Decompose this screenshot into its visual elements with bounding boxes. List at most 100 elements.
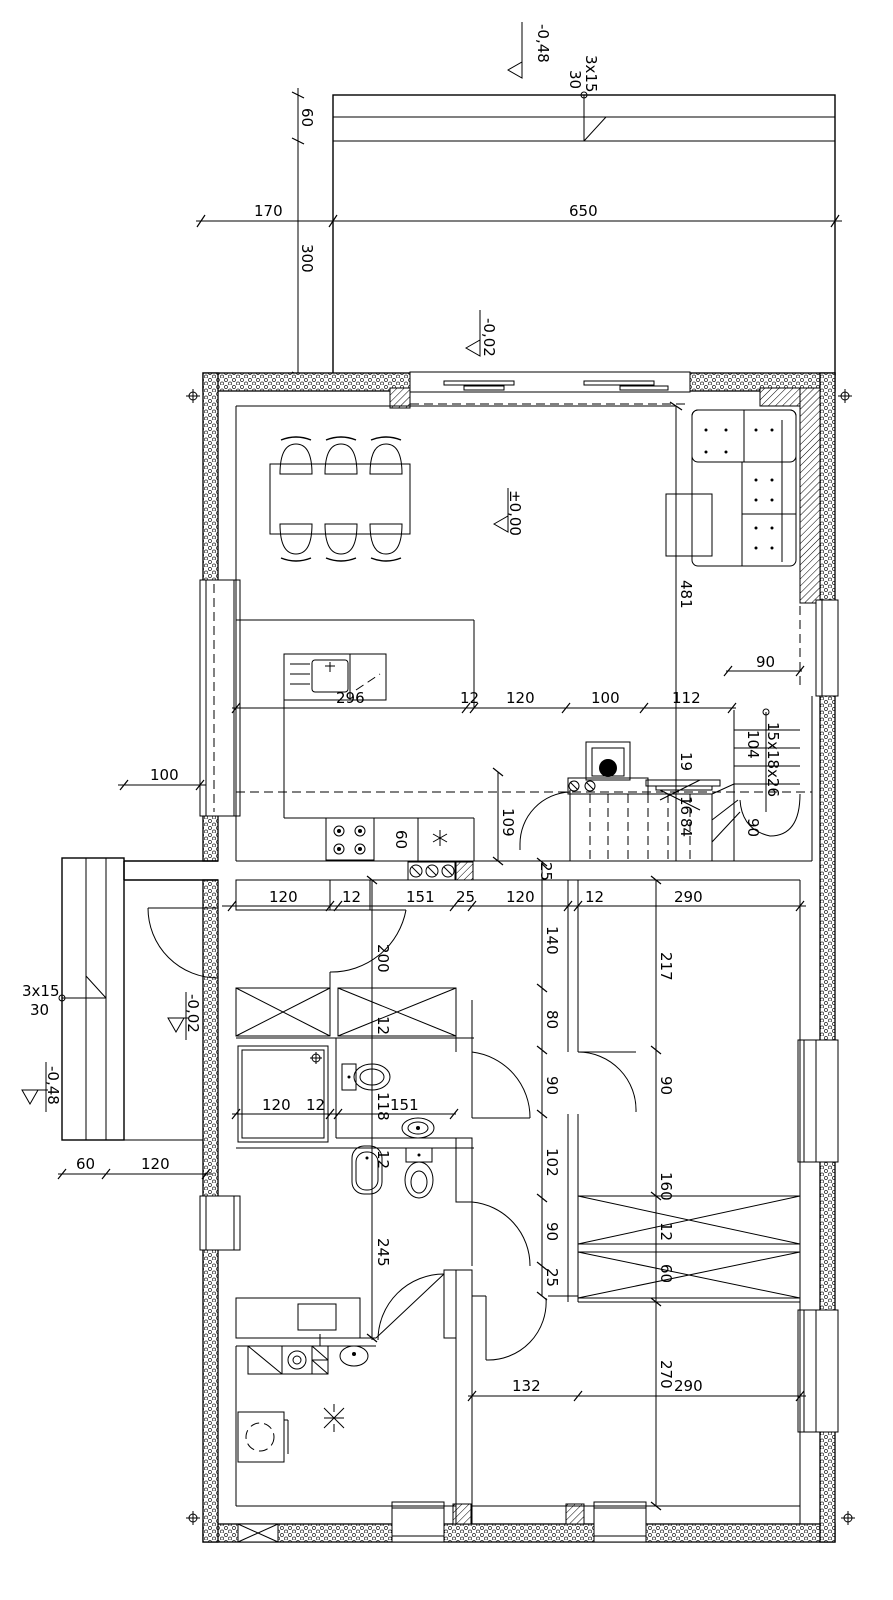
svg-text:80: 80 bbox=[543, 1010, 561, 1029]
dishwasher bbox=[355, 673, 381, 691]
level-marker-floor: ±0,00 bbox=[492, 488, 524, 536]
dim-line-corridor bbox=[222, 900, 806, 912]
dim-line-100-left bbox=[118, 779, 206, 791]
utility-fixtures bbox=[247, 1345, 369, 1375]
corner-markers bbox=[186, 389, 855, 1525]
svg-text:25: 25 bbox=[537, 862, 555, 881]
svg-text:290: 290 bbox=[674, 1377, 703, 1395]
svg-text:151: 151 bbox=[390, 1096, 419, 1114]
svg-text:270: 270 bbox=[657, 1360, 675, 1389]
window-bottom-1 bbox=[391, 1501, 445, 1543]
vent-fan-icon bbox=[323, 1404, 345, 1432]
entry-door bbox=[147, 907, 219, 980]
svg-text:90: 90 bbox=[657, 1076, 675, 1095]
svg-text:104: 104 bbox=[744, 730, 762, 759]
svg-text:132: 132 bbox=[512, 1377, 541, 1395]
dim-line-bottom-left bbox=[57, 1168, 212, 1180]
svg-text:217: 217 bbox=[657, 952, 675, 981]
svg-text:30: 30 bbox=[566, 70, 584, 89]
dim-line-bedrooms-vertical bbox=[650, 875, 662, 1511]
utility-shafts bbox=[407, 861, 457, 881]
svg-text:60: 60 bbox=[657, 1264, 675, 1283]
svg-text:200: 200 bbox=[374, 944, 392, 973]
svg-text:120: 120 bbox=[506, 689, 535, 707]
hall-door bbox=[329, 909, 407, 988]
svg-text:12: 12 bbox=[585, 888, 604, 906]
svg-text:19: 19 bbox=[677, 752, 695, 771]
svg-text:650: 650 bbox=[569, 202, 598, 220]
svg-text:30: 30 bbox=[30, 1001, 49, 1019]
wardrobes-hall bbox=[235, 987, 457, 1037]
svg-text:16: 16 bbox=[677, 796, 695, 815]
svg-text:151: 151 bbox=[406, 888, 435, 906]
svg-text:160: 160 bbox=[657, 1172, 675, 1201]
svg-text:84: 84 bbox=[677, 818, 695, 837]
svg-text:12: 12 bbox=[460, 689, 479, 707]
svg-text:100: 100 bbox=[591, 689, 620, 707]
svg-text:3x15: 3x15 bbox=[22, 982, 60, 1000]
svg-text:245: 245 bbox=[374, 1238, 392, 1267]
svg-text:290: 290 bbox=[674, 888, 703, 906]
level-marker-entry-inner: -0,02 bbox=[167, 992, 202, 1040]
interior-walls bbox=[123, 405, 813, 1525]
svg-text:-0,02: -0,02 bbox=[184, 994, 202, 1033]
dim-line-132 bbox=[467, 1390, 806, 1402]
bathroom-door bbox=[471, 1201, 531, 1267]
svg-text:140: 140 bbox=[543, 926, 561, 955]
dim-line-109 bbox=[492, 767, 504, 866]
level-marker-entry-outer: -0,48 bbox=[21, 1062, 62, 1112]
bidet bbox=[351, 1145, 383, 1195]
living-room-door bbox=[519, 790, 571, 861]
level-marker-terrace-outer: -0,48 bbox=[506, 22, 552, 79]
kitchen-counter bbox=[283, 653, 387, 819]
wc-door bbox=[471, 1051, 531, 1119]
wardrobes-bedroom bbox=[577, 1195, 801, 1299]
window-left-small bbox=[199, 1195, 241, 1251]
corridor-door-right bbox=[577, 1051, 637, 1113]
svg-text:12: 12 bbox=[342, 888, 361, 906]
dim-line-corridor-vertical bbox=[536, 857, 548, 1301]
window-left-large bbox=[199, 579, 241, 817]
window-right-bedroom2 bbox=[797, 1309, 839, 1433]
svg-text:12: 12 bbox=[374, 1016, 392, 1035]
dim-line-90-stairs bbox=[723, 665, 805, 677]
stair-label-entry: 3x15 30 bbox=[22, 982, 60, 1019]
svg-text:120: 120 bbox=[506, 888, 535, 906]
svg-text:60: 60 bbox=[392, 830, 410, 849]
fridge-asterisk-icon bbox=[432, 830, 448, 846]
dim-line-shower bbox=[231, 1108, 459, 1120]
coffee-table bbox=[665, 493, 713, 557]
stair-label-terrace: 3x15 30 bbox=[566, 55, 600, 93]
kitchen-sink bbox=[311, 659, 349, 693]
toilet-lower bbox=[404, 1147, 434, 1199]
kitchen-hob bbox=[325, 817, 475, 861]
svg-text:12: 12 bbox=[374, 1150, 392, 1169]
dim-line-200 bbox=[366, 875, 378, 1343]
columns bbox=[389, 387, 821, 1525]
window-right-bedroom1 bbox=[797, 1039, 839, 1163]
svg-text:60: 60 bbox=[298, 108, 316, 127]
terrace bbox=[332, 91, 836, 376]
dimension-labels: 296 12 120 100 112 481 90 19 104 15x18x2… bbox=[76, 580, 782, 1395]
svg-text:12: 12 bbox=[657, 1222, 675, 1241]
exterior-walls bbox=[202, 372, 836, 1543]
svg-text:120: 120 bbox=[269, 888, 298, 906]
dim-line-481 bbox=[669, 401, 683, 861]
terrace-sliding-door bbox=[409, 371, 691, 405]
svg-text:-0,48: -0,48 bbox=[534, 24, 552, 63]
svg-text:90: 90 bbox=[756, 653, 775, 671]
svg-text:112: 112 bbox=[672, 689, 701, 707]
svg-text:120: 120 bbox=[141, 1155, 170, 1173]
svg-text:90: 90 bbox=[543, 1222, 561, 1241]
dining-chairs bbox=[279, 436, 403, 562]
svg-text:3x15: 3x15 bbox=[582, 55, 600, 93]
svg-text:120: 120 bbox=[262, 1096, 291, 1114]
svg-text:481: 481 bbox=[677, 580, 695, 609]
svg-text:90: 90 bbox=[744, 818, 762, 837]
dining-table bbox=[269, 463, 411, 535]
svg-text:-0,48: -0,48 bbox=[44, 1066, 62, 1105]
boiler bbox=[237, 1411, 289, 1463]
window-right-living bbox=[799, 599, 839, 697]
svg-text:109: 109 bbox=[499, 808, 517, 837]
entry-steps bbox=[58, 857, 203, 1141]
